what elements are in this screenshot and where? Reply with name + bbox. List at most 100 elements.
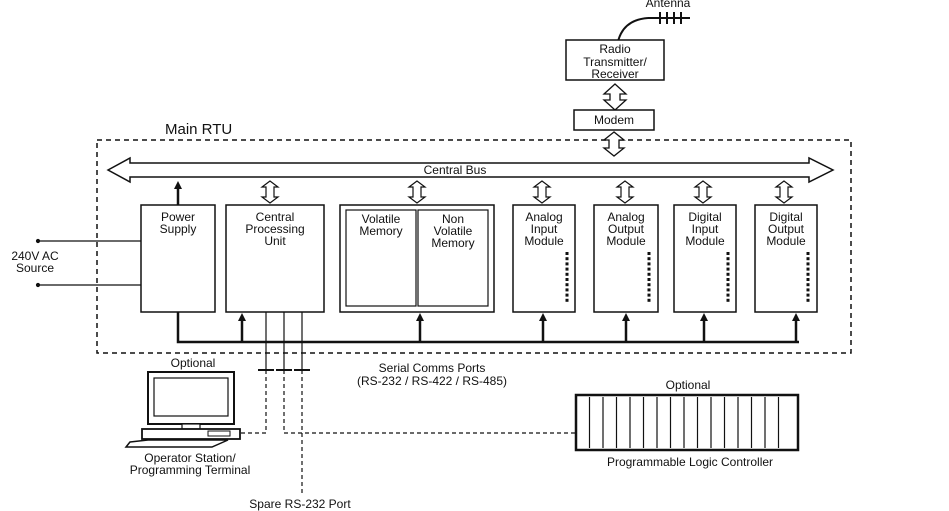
di-bus-connector bbox=[693, 180, 713, 204]
io-terminal-dot bbox=[726, 252, 730, 255]
io-terminal-dot bbox=[647, 278, 651, 281]
cpu-label-3: Unit bbox=[264, 234, 286, 248]
io-terminal-dot bbox=[647, 272, 651, 276]
io-terminal-dot bbox=[647, 252, 651, 255]
io-terminal-dot bbox=[806, 267, 810, 271]
ao-label-1: Analog bbox=[607, 210, 644, 224]
modem-box bbox=[573, 109, 655, 131]
radio-label-2: Transmitter/ bbox=[583, 55, 647, 69]
io-terminal-dot bbox=[565, 257, 569, 261]
ao-label-2: Output bbox=[608, 222, 645, 236]
io-terminal-dot bbox=[806, 272, 810, 276]
io-terminal-dot bbox=[565, 283, 569, 287]
io-terminal-dot bbox=[565, 262, 569, 266]
ai-bus-connector bbox=[532, 180, 552, 204]
terminal-label-2: Programming Terminal bbox=[130, 463, 251, 477]
io-terminal-dot bbox=[806, 262, 810, 266]
analog-output-box bbox=[593, 204, 659, 313]
digital-input-box bbox=[673, 204, 737, 313]
do-label-2: Output bbox=[768, 222, 805, 236]
nonvolatile-label-1: Non bbox=[442, 212, 464, 226]
di-label-3: Module bbox=[685, 234, 725, 248]
antenna-label: Antenna bbox=[646, 0, 691, 10]
ai-label-2: Input bbox=[531, 222, 558, 236]
do-label-1: Digital bbox=[769, 210, 802, 224]
io-terminal-dot bbox=[647, 288, 651, 292]
io-terminal-dot bbox=[647, 298, 651, 302]
modem-label: Modem bbox=[594, 113, 634, 127]
radio-label-1: Radio bbox=[599, 42, 631, 56]
plc-label: Programmable Logic Controller bbox=[607, 455, 773, 469]
main-rtu-label: Main RTU bbox=[165, 121, 232, 138]
ai-label-1: Analog bbox=[525, 210, 562, 224]
plc-slots bbox=[588, 397, 780, 448]
serial-dashed-cables bbox=[241, 370, 576, 493]
io-terminal-dot bbox=[726, 288, 730, 292]
central-bus bbox=[106, 156, 835, 184]
power-supply-box bbox=[140, 204, 216, 313]
cpu-box bbox=[225, 204, 325, 313]
ao-label-3: Module bbox=[606, 234, 646, 248]
terminal-label-1: Operator Station/ bbox=[144, 451, 236, 465]
io-terminal-dot bbox=[565, 272, 569, 276]
non-volatile-memory-box bbox=[417, 209, 489, 307]
do-bus-connector bbox=[774, 180, 794, 204]
power-feed-arrows bbox=[238, 313, 800, 342]
memory-bus-connector bbox=[407, 180, 427, 204]
di-label-1: Digital bbox=[688, 210, 721, 224]
io-terminal-dot bbox=[565, 267, 569, 271]
io-terminal-dot bbox=[726, 257, 730, 261]
optional-plc-label: Optional bbox=[666, 378, 711, 392]
io-terminal-dot bbox=[565, 278, 569, 281]
io-terminal-dot bbox=[806, 288, 810, 292]
power-label-1: Power bbox=[161, 210, 195, 224]
cpu-label-2: Processing bbox=[245, 222, 304, 236]
ac-source-label-1: 240V AC bbox=[11, 249, 59, 263]
io-terminal-dot bbox=[647, 262, 651, 266]
radio-modem-link bbox=[602, 83, 628, 111]
volatile-label-2: Memory bbox=[359, 224, 402, 238]
io-terminal-dot bbox=[806, 298, 810, 302]
serial-ports-label-1: Serial Comms Ports bbox=[379, 361, 486, 375]
spare-port-label: Spare RS-232 Port bbox=[249, 497, 351, 511]
ai-label-3: Module bbox=[524, 234, 564, 248]
nonvolatile-label-2: Volatile bbox=[434, 224, 473, 238]
io-terminals bbox=[565, 252, 810, 302]
io-terminal-dot bbox=[806, 278, 810, 281]
power-label-2: Supply bbox=[160, 222, 197, 236]
plc-box bbox=[574, 393, 800, 452]
cpu-label-1: Central bbox=[256, 210, 295, 224]
io-terminal-dot bbox=[806, 283, 810, 287]
power-distribution-line bbox=[176, 312, 799, 344]
nonvolatile-label-3: Memory bbox=[431, 236, 474, 250]
do-label-3: Module bbox=[766, 234, 806, 248]
io-terminal-dot bbox=[726, 278, 730, 281]
io-terminal-dot bbox=[806, 257, 810, 261]
io-terminal-dot bbox=[647, 283, 651, 287]
ac-source-lines bbox=[35, 238, 141, 288]
volatile-label-1: Volatile bbox=[362, 212, 401, 226]
io-terminal-dot bbox=[565, 298, 569, 302]
cpu-bus-connector bbox=[260, 180, 280, 204]
io-terminal-dot bbox=[565, 293, 569, 297]
io-terminal-dot bbox=[647, 257, 651, 261]
ac-source-label-2: Source bbox=[16, 261, 54, 275]
optional-terminal-label: Optional bbox=[171, 356, 216, 370]
io-terminal-dot bbox=[565, 288, 569, 292]
io-terminal-dot bbox=[726, 283, 730, 287]
bus-connectors bbox=[260, 180, 794, 204]
radio-box bbox=[565, 39, 665, 81]
io-terminal-dot bbox=[726, 293, 730, 297]
io-terminal-dot bbox=[726, 298, 730, 302]
io-terminal-dot bbox=[726, 272, 730, 276]
io-terminal-dot bbox=[647, 267, 651, 271]
io-terminal-dot bbox=[565, 252, 569, 255]
io-terminal-dot bbox=[806, 252, 810, 255]
central-bus-label: Central Bus bbox=[424, 163, 487, 177]
di-label-2: Input bbox=[692, 222, 719, 236]
ao-bus-connector bbox=[615, 180, 635, 204]
main-rtu-boundary bbox=[96, 139, 852, 354]
io-terminal-dot bbox=[726, 267, 730, 271]
